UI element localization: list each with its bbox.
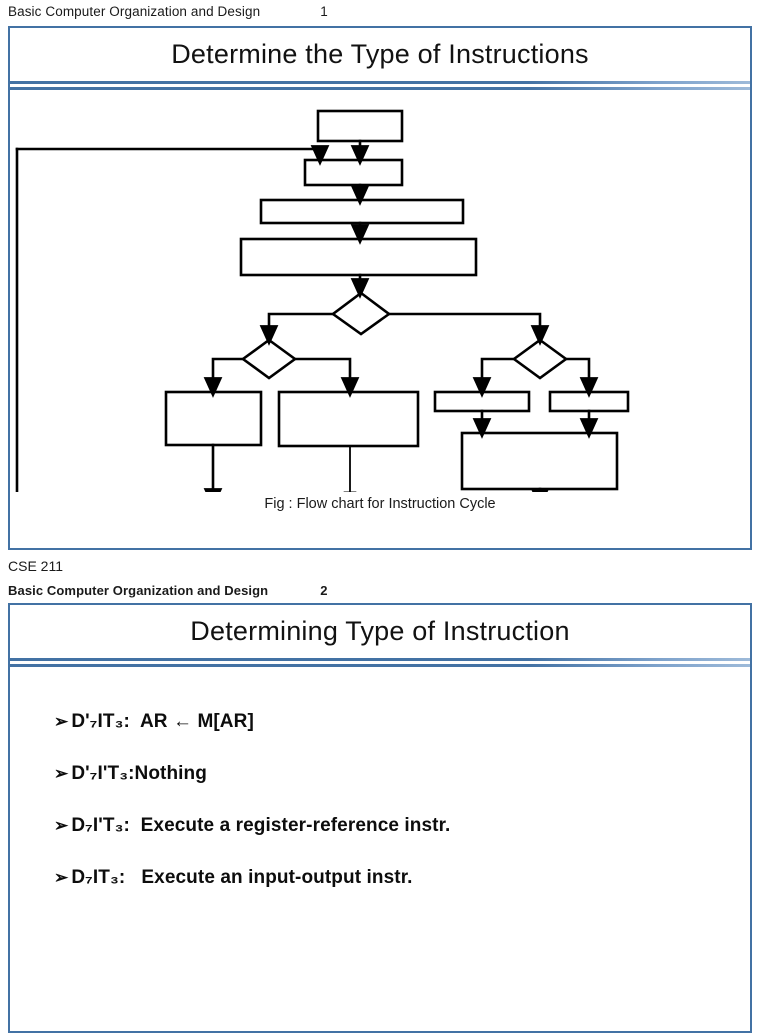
flow-node-n7 — [433, 390, 531, 413]
divider-rule-bottom — [10, 664, 750, 667]
instruction-type-bullet-list: ➢ D'₇IT₃: AR ← M[AR] ➢ D'₇I'T₃:Nothing ➢… — [10, 669, 750, 889]
arrow-bullet-icon: ➢ — [54, 712, 69, 731]
flow-edge-d2-n5 — [203, 357, 245, 398]
list-item-label: D₇I'T₃: Execute a register-reference ins… — [71, 815, 451, 836]
slide2-body: ➢ D'₇IT₃: AR ← M[AR] ➢ D'₇I'T₃:Nothing ➢… — [10, 669, 750, 889]
course-code-note: CSE 211 — [8, 558, 63, 574]
figure-caption: Fig : Flow chart for Instruction Cycle — [264, 496, 496, 512]
list-item: ➢ D₇I'T₃: Execute a register-reference i… — [54, 815, 750, 837]
slide2-header-topic: Basic Computer Organization and Design — [8, 583, 269, 598]
arrow-bullet-icon: ➢ — [54, 868, 69, 887]
flow-edge-feedback-top — [15, 145, 330, 166]
slide-1[interactable]: Determine the Type of Instructions — [8, 26, 752, 550]
slide2-header-number: 2 — [320, 583, 328, 598]
divider-rule-top — [10, 81, 750, 84]
flow-decision-d2 — [240, 338, 298, 380]
flow-edge-d1-d2 — [259, 312, 335, 346]
slide1-header-number: 1 — [320, 4, 328, 19]
slide2-document-header: Basic Computer Organization and Design 2 — [8, 583, 328, 598]
slide1-title-area: Determine the Type of Instructions — [10, 28, 750, 80]
instruction-cycle-flowchart — [10, 92, 750, 509]
flow-node-n6 — [277, 390, 420, 448]
flow-edge-d1-d3 — [387, 312, 550, 346]
list-item: ➢ D₇IT₃: Execute an input-output instr. — [54, 867, 750, 889]
flow-node-n9 — [460, 431, 619, 491]
flow-decision-d1 — [330, 291, 392, 336]
flow-edge-d3-n7 — [472, 357, 516, 398]
flow-decision-d3 — [511, 338, 569, 380]
slide2-title-divider — [10, 657, 750, 669]
slide-2[interactable]: Determining Type of Instruction ➢ D'₇IT₃… — [8, 603, 752, 1033]
flowchart-svg — [15, 109, 630, 509]
arrow-bullet-icon: ➢ — [54, 764, 69, 783]
flow-node-n1 — [316, 109, 404, 143]
flow-node-n5 — [164, 390, 263, 447]
list-item-label: D₇IT₃: Execute an input-output instr. — [71, 867, 413, 888]
flow-edge-d2-n6 — [293, 357, 360, 398]
list-item-label: D'₇I'T₃:Nothing — [71, 763, 207, 784]
list-item-label: D'₇IT₃: AR ← M[AR] — [71, 711, 254, 732]
slide1-document-header: Basic Computer Organization and Design 1 — [8, 4, 328, 19]
slide1-title-divider — [10, 80, 750, 92]
divider-rule-bottom — [10, 87, 750, 90]
flow-node-n4 — [239, 237, 478, 277]
flow-node-n3 — [259, 198, 465, 225]
flow-node-n2 — [303, 158, 404, 187]
slide1-body: Fig : Flow chart for Instruction Cycle — [10, 92, 750, 512]
divider-rule-top — [10, 658, 750, 661]
slide1-header-topic: Basic Computer Organization and Design — [8, 4, 261, 19]
flow-edge-d3-n8 — [564, 357, 599, 398]
slide2-title: Determining Type of Instruction — [190, 615, 570, 646]
flow-node-n8 — [548, 390, 630, 413]
slide2-title-area: Determining Type of Instruction — [10, 605, 750, 657]
list-item: ➢ D'₇IT₃: AR ← M[AR] — [54, 711, 750, 733]
list-item: ➢ D'₇I'T₃:Nothing — [54, 763, 750, 785]
arrow-bullet-icon: ➢ — [54, 816, 69, 835]
slide1-title: Determine the Type of Instructions — [171, 38, 589, 69]
